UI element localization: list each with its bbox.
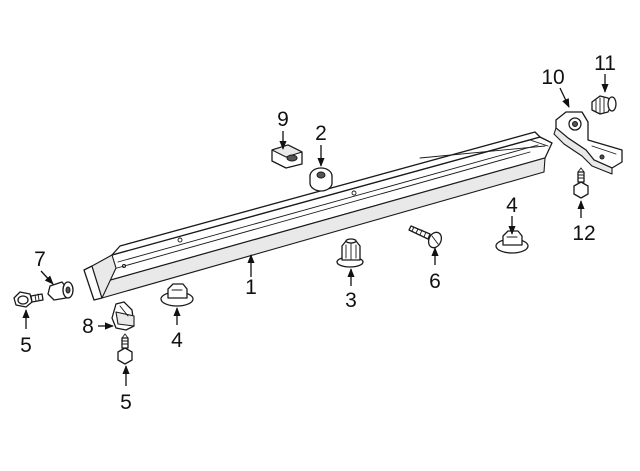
callout-11: 11 bbox=[594, 52, 616, 75]
clip-part-4-right[interactable] bbox=[495, 230, 529, 254]
bracket-part-10[interactable] bbox=[553, 111, 623, 175]
callout-8: 8 bbox=[82, 315, 94, 338]
callout-4-right: 4 bbox=[506, 194, 518, 217]
screw-part-6[interactable] bbox=[408, 225, 444, 250]
callout-12: 12 bbox=[572, 222, 595, 245]
callout-5-lower: 5 bbox=[120, 391, 132, 414]
leader-7 bbox=[40, 270, 54, 285]
clip-part-4-left[interactable] bbox=[160, 283, 194, 307]
callout-1: 1 bbox=[245, 276, 257, 299]
callout-10: 10 bbox=[541, 66, 564, 89]
callout-3: 3 bbox=[345, 289, 357, 312]
leader-lines bbox=[22, 74, 609, 386]
callout-5-left: 5 bbox=[20, 334, 32, 357]
rocker-panel-part-1[interactable] bbox=[83, 131, 553, 301]
callout-2: 2 bbox=[315, 122, 327, 145]
clip-part-8[interactable] bbox=[111, 301, 135, 331]
bolt-part-5-left[interactable] bbox=[13, 291, 44, 308]
callout-6: 6 bbox=[429, 270, 441, 293]
grommet-part-9[interactable] bbox=[271, 144, 303, 169]
callout-4-left: 4 bbox=[171, 329, 183, 352]
clip-part-3[interactable] bbox=[336, 238, 364, 268]
bolt-part-12[interactable] bbox=[573, 167, 589, 199]
bolt-part-5-lower[interactable] bbox=[117, 333, 133, 365]
callout-7: 7 bbox=[34, 248, 46, 271]
clip-part-11[interactable] bbox=[591, 95, 617, 115]
leader-10 bbox=[559, 87, 570, 108]
callout-labels: 1 2 3 4 4 5 5 6 7 8 9 10 11 12 bbox=[20, 52, 616, 414]
callout-9: 9 bbox=[277, 108, 289, 131]
bushing-part-2[interactable] bbox=[309, 167, 333, 192]
retainer-part-7[interactable] bbox=[47, 281, 74, 301]
